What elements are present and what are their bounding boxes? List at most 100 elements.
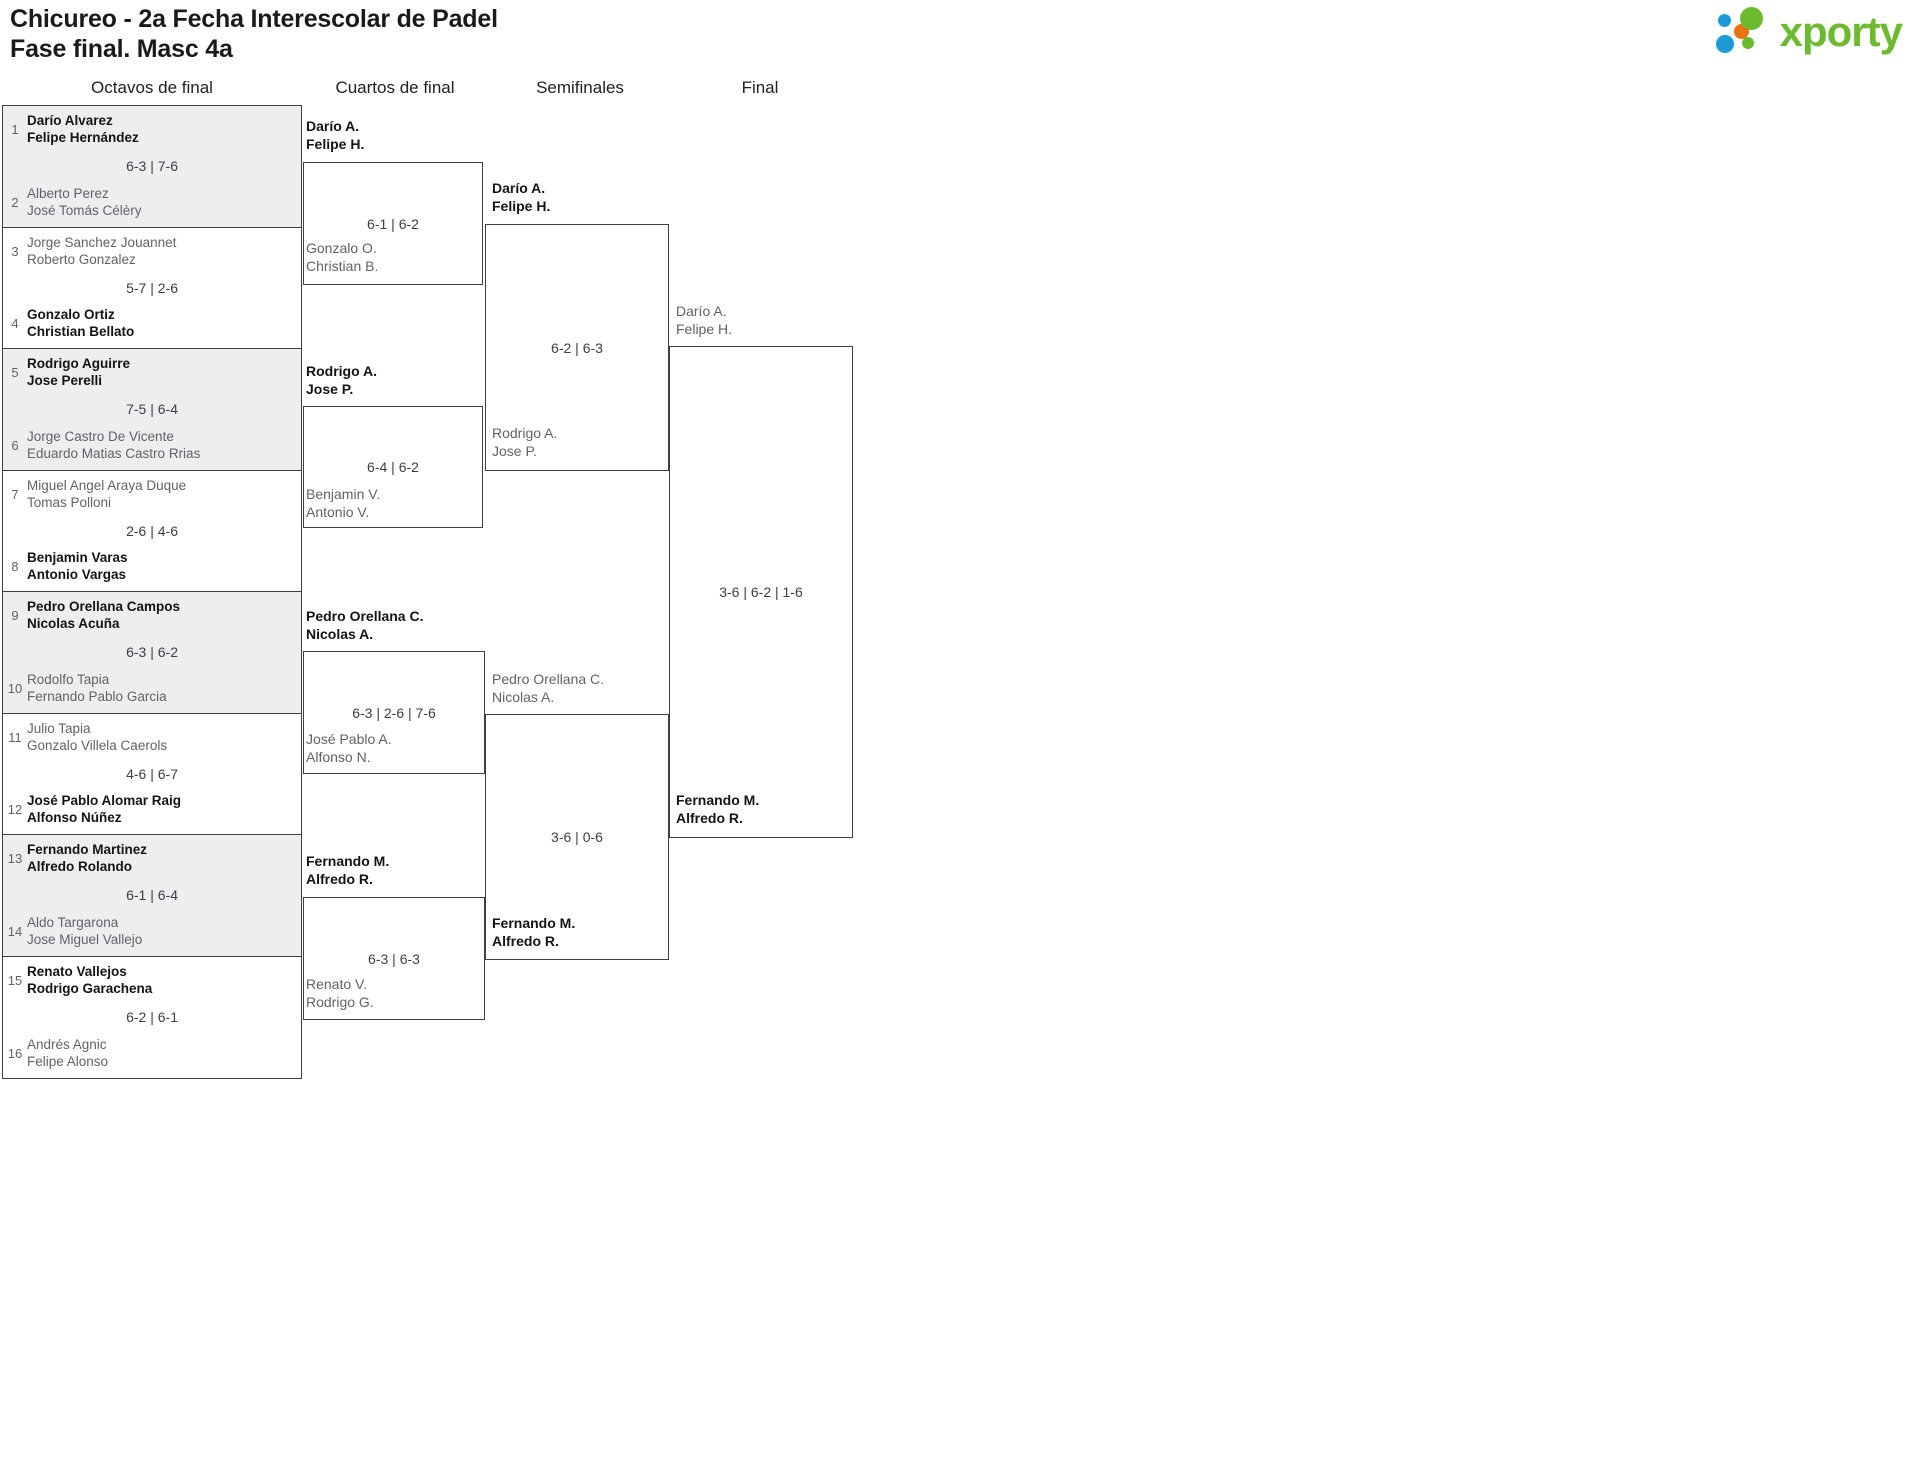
r16-slot-top: 15 Renato Vallejos Rodrigo Garachena <box>3 963 301 999</box>
sf-match-1-box[interactable]: 6-2 | 6-3 <box>485 224 669 471</box>
player-1: Jorge Castro De Vicente <box>27 428 174 444</box>
player-2: Felipe H. <box>306 135 365 152</box>
player-2: Felipe H. <box>492 197 551 214</box>
player-1: Alberto Perez <box>27 185 109 201</box>
match-score: 6-1 | 6-4 <box>126 887 178 904</box>
sf-1-top-team: Darío A. Felipe H. <box>492 180 550 215</box>
match-score: 7-5 | 6-4 <box>126 401 178 418</box>
r16-slot-bottom: 2 Alberto Perez José Tomás Célèry <box>3 185 301 221</box>
player-2: Jose Miguel Vallejo <box>27 931 143 947</box>
player-1: Fernando M. <box>676 792 760 808</box>
seed-number: 10 <box>7 680 23 696</box>
player-1: Darío A. <box>676 303 727 319</box>
player-1: Benjamin Varas <box>27 550 128 565</box>
sf-match-2-box[interactable]: 3-6 | 0-6 <box>485 714 669 960</box>
team-names: Miguel Angel Araya Duque Tomas Polloni <box>27 477 186 513</box>
r16-slot-bottom: 10 Rodolfo Tapia Fernando Pablo Garcia <box>3 671 301 707</box>
qf-3-bottom-team: José Pablo A. Alfonso N. <box>306 731 392 766</box>
seed-number: 8 <box>11 559 19 574</box>
team-names: Darío Alvarez Felipe Hernández <box>27 112 139 148</box>
seed-number: 3 <box>11 243 19 259</box>
page-title: Chicureo - 2a Fecha Interescolar de Pade… <box>10 4 498 64</box>
player-2: Tomas Polloni <box>27 494 112 510</box>
player-1: Rodrigo Aguirre <box>27 356 130 371</box>
match-score: 6-3 | 6-3 <box>368 950 420 967</box>
player-2: Antonio V. <box>306 503 370 520</box>
player-2: Felipe Alonso <box>27 1054 109 1069</box>
qf-match-1-box[interactable]: 6-1 | 6-2 <box>303 162 483 285</box>
logo-wordmark: xporty <box>1779 8 1903 55</box>
seed-number: 5 <box>11 365 19 380</box>
team-names: Andrés Agnic Felipe Alonso <box>27 1036 108 1072</box>
player-1: Gonzalo Ortiz <box>27 307 115 322</box>
round-header-semifinales: Semifinales <box>536 78 624 97</box>
sf-2-bottom-team: Fernando M. Alfredo R. <box>492 915 575 950</box>
player-1: Darío A. <box>492 180 546 196</box>
r16-match-8[interactable]: 15 Renato Vallejos Rodrigo Garachena 6-2… <box>3 957 301 1079</box>
round-header-octavos: Octavos de final <box>91 78 213 97</box>
page-header: Chicureo - 2a Fecha Interescolar de Pade… <box>0 0 1920 70</box>
player-2: Jose Perelli <box>27 373 103 388</box>
team-names: Renato Vallejos Rodrigo Garachena <box>27 963 152 999</box>
player-1: Gonzalo O. <box>306 240 377 256</box>
player-2: Antonio Vargas <box>27 567 127 582</box>
player-1: Renato V. <box>306 976 367 992</box>
team-names: Julio Tapia Gonzalo Villela Caerols <box>27 720 167 756</box>
r16-match-3[interactable]: 5 Rodrigo Aguirre Jose Perelli 7-5 | 6-4… <box>3 349 301 471</box>
seed-number: 16 <box>7 1046 23 1061</box>
r16-slot-top: 11 Julio Tapia Gonzalo Villela Caerols <box>3 720 301 756</box>
team-names: Rodolfo Tapia Fernando Pablo Garcia <box>27 671 167 707</box>
match-score: 3-6 | 6-2 | 1-6 <box>719 584 803 600</box>
player-2: Jose P. <box>306 380 354 397</box>
qf-match-4-box[interactable]: 6-3 | 6-3 <box>303 897 485 1020</box>
r16-match-4[interactable]: 7 Miguel Angel Araya Duque Tomas Polloni… <box>3 471 301 592</box>
seed-number: 2 <box>11 194 19 210</box>
seed-number: 1 <box>11 122 19 137</box>
player-1: Darío A. <box>306 118 360 134</box>
player-2: Fernando Pablo Garcia <box>27 688 167 704</box>
team-names: José Pablo Alomar Raig Alfonso Núñez <box>27 792 181 828</box>
sf-2-top-team: Pedro Orellana C. Nicolas A. <box>492 671 604 706</box>
team-names: Benjamin Varas Antonio Vargas <box>27 549 128 585</box>
seed-number: 12 <box>7 802 23 817</box>
player-2: Felipe H. <box>676 320 733 337</box>
qf-4-top-team: Fernando M. Alfredo R. <box>306 853 389 888</box>
qf-match-3-box[interactable]: 6-3 | 2-6 | 7-6 <box>303 651 485 774</box>
player-2: Jose P. <box>492 442 537 459</box>
player-1: Aldo Targarona <box>27 914 119 930</box>
player-2: Alfredo R. <box>306 870 373 887</box>
r16-match-2[interactable]: 3 Jorge Sanchez Jouannet Roberto Gonzale… <box>3 228 301 349</box>
round-header-final: Final <box>741 78 779 97</box>
player-1: Renato Vallejos <box>27 963 127 979</box>
r16-slot-top: 13 Fernando Martinez Alfredo Rolando <box>3 841 301 877</box>
qf-4-bottom-team: Renato V. Rodrigo G. <box>306 976 374 1011</box>
final-bottom-team-champion: Fernando M. Alfredo R. <box>676 792 759 827</box>
team-names: Jorge Sanchez Jouannet Roberto Gonzalez <box>27 234 176 270</box>
r16-match-7[interactable]: 13 Fernando Martinez Alfredo Rolando 6-1… <box>3 835 301 957</box>
r16-match-6[interactable]: 11 Julio Tapia Gonzalo Villela Caerols 4… <box>3 714 301 835</box>
sf-1-bottom-team: Rodrigo A. Jose P. <box>492 425 557 460</box>
seed-number: 7 <box>11 486 19 502</box>
seed-number: 11 <box>8 729 22 745</box>
r16-slot-top: 5 Rodrigo Aguirre Jose Perelli <box>3 355 301 391</box>
seed-number: 9 <box>11 608 19 623</box>
player-2: Gonzalo Villela Caerols <box>27 737 168 753</box>
player-2: Alfredo R. <box>676 809 743 826</box>
player-1: Fernando M. <box>306 853 390 869</box>
player-1: Rodolfo Tapia <box>27 671 110 687</box>
team-names: Gonzalo Ortiz Christian Bellato <box>27 306 134 342</box>
team-names: Alberto Perez José Tomás Célèry <box>27 185 142 221</box>
seed-number: 15 <box>7 972 23 988</box>
final-match-box[interactable]: 3-6 | 6-2 | 1-6 <box>669 346 853 838</box>
player-1: Fernando M. <box>492 915 576 931</box>
qf-match-2-box[interactable]: 6-4 | 6-2 <box>303 406 483 528</box>
seed-number: 13 <box>7 851 23 866</box>
xporty-logo: xporty <box>1715 6 1903 58</box>
player-1: Benjamin V. <box>306 486 381 502</box>
r16-slot-bottom: 16 Andrés Agnic Felipe Alonso <box>3 1036 301 1072</box>
player-2: Christian B. <box>306 257 379 274</box>
player-1: Jorge Sanchez Jouannet <box>27 234 177 250</box>
r16-match-1[interactable]: 1 Darío Alvarez Felipe Hernández 6-3 | 7… <box>3 106 301 228</box>
r16-match-5[interactable]: 9 Pedro Orellana Campos Nicolas Acuña 6-… <box>3 592 301 714</box>
player-2: Alfonso Núñez <box>27 810 122 825</box>
